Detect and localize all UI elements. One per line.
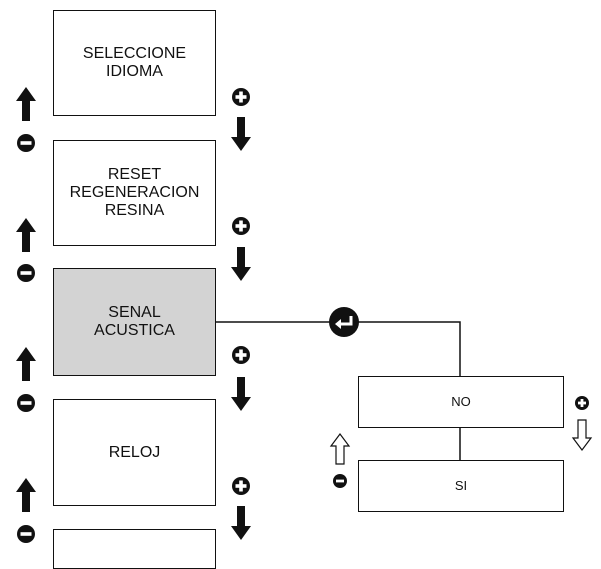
menu-box-line: RESINA (104, 202, 165, 219)
down-arrow-icon (231, 117, 251, 151)
connector-line (216, 321, 461, 376)
plus-icon (232, 346, 250, 364)
plus-icon (232, 217, 250, 235)
option-label-no: NO (451, 394, 471, 409)
up-arrow-icon (16, 87, 36, 121)
option-box-si: SI (358, 460, 564, 512)
menu-box-line: RELOJ (108, 443, 161, 461)
down-arrow-icon (231, 247, 251, 281)
minus-icon (17, 525, 35, 543)
menu-box-line: SENAL (108, 304, 161, 321)
menu-box-seleccione-idioma: SELECCIONE IDIOMA (53, 10, 216, 116)
menu-box-line: RESET (107, 166, 162, 183)
down-arrow-icon (231, 506, 251, 540)
menu-box-line: SELECCIONE (82, 45, 187, 62)
menu-box-reloj: RELOJ (53, 399, 216, 506)
menu-box-reset-regeneracion-resina: RESET REGENERACION RESINA (53, 140, 216, 246)
minus-icon (17, 134, 35, 152)
up-arrow-icon (16, 218, 36, 252)
diagram-icons-layer (16, 87, 593, 543)
up-outline-arrow-icon (329, 433, 351, 465)
menu-box-senal-acustica: SENAL ACUSTICA (53, 268, 216, 376)
menu-box-line: ACUSTICA (94, 322, 175, 339)
up-arrow-icon (16, 478, 36, 512)
minus-icon (17, 394, 35, 412)
enter-icon (329, 307, 359, 337)
up-arrow-icon (16, 347, 36, 381)
down-outline-arrow-icon (571, 419, 593, 451)
option-box-no: NO (358, 376, 564, 428)
plus-icon (232, 88, 250, 106)
minus-icon (17, 264, 35, 282)
plus-icon (232, 477, 250, 495)
option-label-si: SI (454, 478, 468, 493)
menu-flow-diagram: SELECCIONE IDIOMA RESET REGENERACION RES… (16, 10, 593, 569)
down-arrow-icon (231, 377, 251, 411)
menu-box-line: REGENERACION (69, 184, 200, 201)
minus-icon (333, 474, 347, 488)
plus-icon (575, 396, 589, 410)
menu-box-line: IDIOMA (106, 63, 163, 80)
